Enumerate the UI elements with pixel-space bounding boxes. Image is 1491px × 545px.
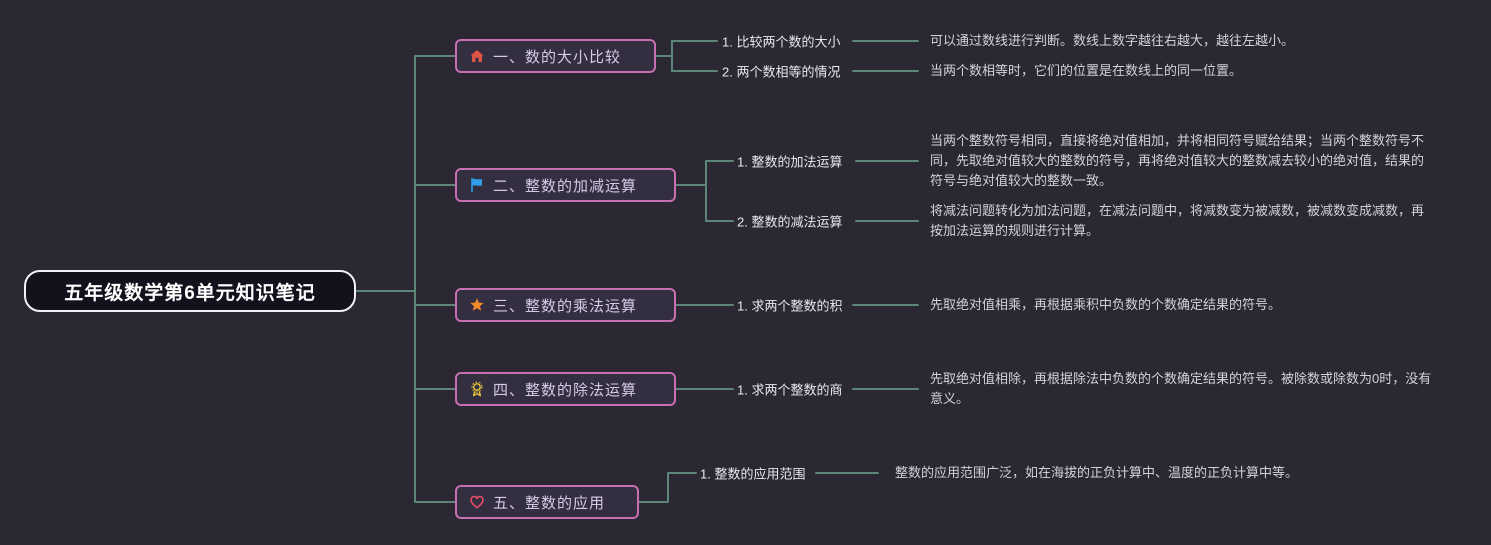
branch-label: 五、整数的应用	[493, 494, 606, 512]
medal-icon	[469, 381, 485, 397]
detail-node[interactable]: 当两个数相等时，它们的位置是在数线上的同一位置。	[930, 63, 1243, 78]
subtopic-node[interactable]: 1. 求两个整数的积	[737, 298, 843, 314]
branch-node-application[interactable]: 五、整数的应用	[455, 485, 639, 519]
star-icon	[469, 297, 485, 313]
branch-label: 二、整数的加减运算	[493, 177, 638, 195]
subtopic-node[interactable]: 1. 整数的加法运算	[737, 154, 843, 170]
subtopic-node[interactable]: 1. 整数的应用范围	[700, 466, 806, 482]
detail-node[interactable]: 整数的应用范围广泛，如在海拔的正负计算中、温度的正负计算中等。	[895, 465, 1299, 480]
subtopic-node[interactable]: 2. 整数的减法运算	[737, 214, 843, 230]
connector-line	[355, 40, 919, 503]
subtopic-node[interactable]: 1. 比较两个数的大小	[722, 34, 841, 50]
detail-node[interactable]: 可以通过数线进行判断。数线上数字越往右越大，越往左越小。	[930, 33, 1295, 48]
detail-node[interactable]: 先取绝对值相除，再根据除法中负数的个数确定结果的符号。被除数或除数为0时，没有意…	[930, 371, 1432, 406]
branch-node-comparison[interactable]: 一、数的大小比较	[455, 39, 656, 73]
branch-node-add-subtract[interactable]: 二、整数的加减运算	[455, 168, 676, 202]
home-icon	[469, 48, 485, 64]
detail-node[interactable]: 先取绝对值相乘，再根据乘积中负数的个数确定结果的符号。	[930, 297, 1282, 312]
detail-node[interactable]: 将减法问题转化为加法问题，在减法问题中，将减数变为被减数，被减数变成减数，再按加…	[930, 203, 1425, 238]
heart-icon	[469, 494, 485, 510]
subtopic-node[interactable]: 2. 两个数相等的情况	[722, 64, 841, 80]
branch-node-multiply[interactable]: 三、整数的乘法运算	[455, 288, 676, 322]
branch-label: 一、数的大小比较	[493, 48, 622, 66]
detail-node[interactable]: 当两个整数符号相同，直接将绝对值相加，并将相同符号赋给结果；当两个整数符号不同，…	[930, 133, 1425, 188]
branch-label: 四、整数的除法运算	[493, 381, 638, 399]
subtopic-node[interactable]: 1. 求两个整数的商	[737, 382, 843, 398]
branch-node-divide[interactable]: 四、整数的除法运算	[455, 372, 676, 406]
root-node-label: 五年级数学第6单元知识笔记	[64, 282, 316, 304]
root-node[interactable]: 五年级数学第6单元知识笔记	[24, 270, 356, 312]
flag-icon	[469, 177, 485, 193]
branch-label: 三、整数的乘法运算	[493, 297, 638, 315]
